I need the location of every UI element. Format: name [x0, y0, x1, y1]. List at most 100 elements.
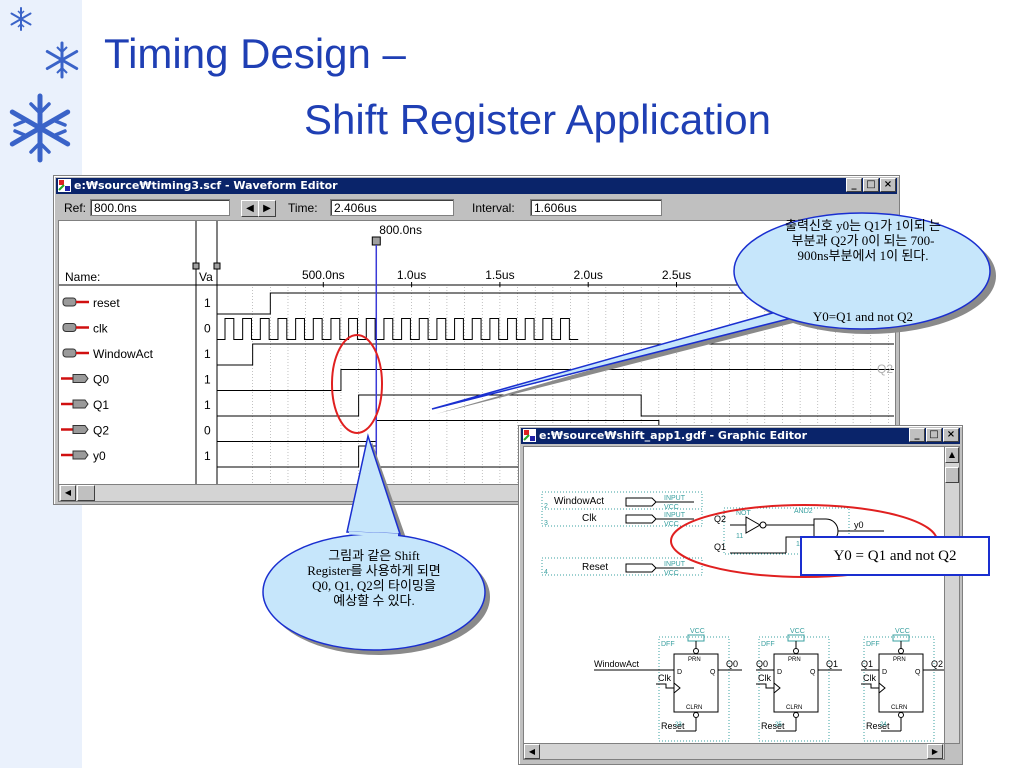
- input-pin-tag: INPUT: [664, 495, 686, 502]
- graphic-editor-title: e:₩source₩shift_app1.gdf - Graphic Edito…: [539, 429, 808, 442]
- dff-reset-label: Reset: [661, 721, 685, 731]
- ref-label: Ref:: [64, 201, 87, 215]
- time-tick-label: 2.0us: [574, 268, 603, 282]
- ref-field[interactable]: 800.0ns: [90, 199, 230, 216]
- scroll-thumb[interactable]: [77, 485, 95, 501]
- dff-q-label: Q: [810, 669, 816, 676]
- time-tick-label: 500.0ns: [302, 268, 345, 282]
- close-button[interactable]: ×: [943, 428, 959, 442]
- interval-field[interactable]: 1.606us: [530, 199, 662, 216]
- vertical-scrollbar[interactable]: ▲: [944, 446, 960, 744]
- time-tick-label: 3: [761, 268, 768, 282]
- dff-d-input-label: WindowAct: [594, 659, 640, 669]
- waveform-trace: [217, 318, 579, 340]
- logic-input-q2: Q2: [714, 514, 726, 524]
- and-gate-label: AND2: [794, 508, 813, 515]
- bottom-callout-text: 그림과 같은 Shift Register를 사용하게 되면 Q0, Q1, Q…: [307, 548, 441, 608]
- dff-d-label: D: [882, 669, 887, 676]
- name-header: Name:: [65, 270, 100, 284]
- signal-value: 1: [204, 449, 211, 463]
- dff-clock-symbol: [878, 682, 886, 694]
- dff-prn-label: PRN: [788, 657, 801, 663]
- column-resize-handle: [192, 262, 200, 270]
- signal-name: clk: [93, 322, 109, 336]
- scroll-right-button[interactable]: ▶: [927, 744, 943, 759]
- dff-prn-bubble: [693, 648, 699, 654]
- scroll-left-button[interactable]: ◀: [524, 744, 540, 759]
- signal-value: 1: [204, 373, 211, 387]
- graphic-editor-window: e:₩source₩shift_app1.gdf - Graphic Edito…: [518, 425, 963, 765]
- signal-name: Q2: [93, 424, 109, 438]
- waveform-editor-titlebar[interactable]: e:₩source₩timing3.scf - Waveform Editor: [56, 178, 897, 194]
- dff-clrn-label: CLRN: [786, 705, 802, 711]
- dff-vcc-box: [787, 634, 805, 642]
- dff-prn-label: PRN: [688, 657, 701, 663]
- maximize-button[interactable]: □: [926, 428, 942, 442]
- app-icon: [523, 429, 536, 442]
- input-pin-icon: [62, 297, 89, 307]
- dff-vcc-box: [687, 634, 705, 642]
- dff-number: 23: [675, 722, 682, 728]
- input-pin-number: 4: [544, 569, 548, 576]
- dff-d-label: D: [677, 669, 682, 676]
- scroll-left-button[interactable]: ◀: [60, 485, 76, 501]
- signal-value: 1: [204, 296, 211, 310]
- input-pin-tag: INPUT: [664, 561, 686, 568]
- dff-number: 25: [775, 722, 782, 728]
- dff-type-label: DFF: [761, 641, 775, 648]
- input-pin-symbol: [625, 497, 657, 507]
- dff-q-label: Q: [915, 669, 921, 676]
- output-pin-icon: [61, 374, 89, 383]
- signal-name: y0: [93, 449, 106, 463]
- window-controls: _□×: [908, 428, 959, 442]
- scroll-up-button[interactable]: ▲: [945, 447, 959, 463]
- graphic-editor-titlebar[interactable]: e:₩source₩shift_app1.gdf - Graphic Edito…: [521, 428, 960, 444]
- dff-d-label: D: [777, 669, 782, 676]
- input-pin-vcc: VCC: [664, 521, 679, 528]
- dff-clk-label: Clk: [758, 673, 771, 683]
- next-transition-button[interactable]: ▶: [258, 200, 276, 217]
- not-gate-label: NOT: [736, 510, 752, 517]
- dff-type-label: DFF: [661, 641, 675, 648]
- dff-clock-symbol: [673, 682, 681, 694]
- signal-name: Q1: [93, 398, 109, 412]
- dff-prn-bubble: [793, 648, 799, 654]
- input-pin-label: WindowAct: [554, 496, 604, 507]
- close-button[interactable]: ×: [880, 178, 896, 192]
- cursor-time-label: 800.0ns: [379, 223, 422, 237]
- dff-clock-symbol: [773, 682, 781, 694]
- dff-clrn-bubble: [898, 712, 904, 718]
- dff-d-input-label: Q0: [756, 659, 768, 669]
- input-pin-tag: INPUT: [664, 512, 686, 519]
- minimize-button[interactable]: _: [846, 178, 862, 192]
- prev-transition-button[interactable]: ◀: [241, 200, 259, 217]
- formula-box: Y0 = Q1 and not Q2: [800, 536, 990, 576]
- input-pin-symbol: [625, 563, 657, 573]
- input-pin-number: 3: [544, 520, 548, 527]
- input-pin-symbol: [625, 514, 657, 524]
- not-gate-symbol: [745, 516, 762, 534]
- waveform-editor-title: e:₩source₩timing3.scf - Waveform Editor: [74, 179, 338, 192]
- column-resize-handle: [213, 262, 221, 270]
- dff-clrn-label: CLRN: [891, 705, 907, 711]
- input-pin-vcc: VCC: [664, 504, 679, 511]
- wire: [861, 683, 879, 689]
- dff-vcc-label: VCC: [790, 628, 805, 635]
- output-pin-icon: [61, 399, 89, 409]
- time-field[interactable]: 2.406us: [330, 199, 454, 216]
- signal-value: 0: [204, 322, 211, 336]
- dff-number: 24: [880, 722, 887, 728]
- dff-clk-label: Clk: [658, 673, 671, 683]
- time-tick-label: 2.5us: [662, 268, 691, 282]
- dff-q-output-label: Q1: [826, 659, 838, 669]
- time-tick-label: 1.0us: [397, 268, 426, 282]
- logic-output-label: y0: [854, 520, 864, 530]
- scroll-thumb[interactable]: [945, 467, 959, 483]
- minimize-button[interactable]: _: [909, 428, 925, 442]
- signal-value: 1: [204, 347, 211, 361]
- signal-name: reset: [93, 296, 120, 310]
- dff-prn-label: PRN: [893, 657, 906, 663]
- horizontal-scrollbar[interactable]: ◀ ▶: [523, 743, 945, 760]
- maximize-button[interactable]: □: [863, 178, 879, 192]
